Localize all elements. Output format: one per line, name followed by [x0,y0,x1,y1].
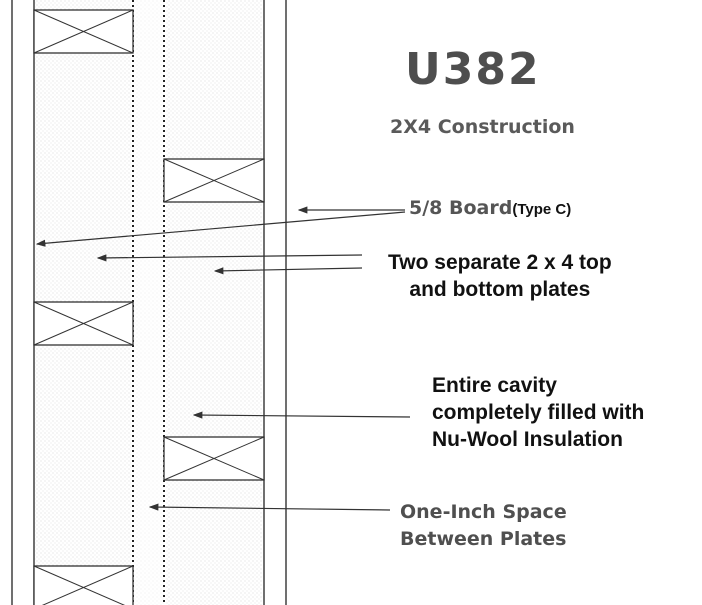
left-stud-2 [33,301,134,346]
cavity-label: Entire cavity completely filled with Nu-… [432,372,644,453]
right-stud-2 [163,436,265,481]
left-stud-3 [33,565,134,605]
title: U382 [405,44,541,95]
plates-arrow-left [96,254,363,262]
cavity-label-line2: completely filled with [432,401,645,424]
board-label-suffix: (Type C) [512,201,572,218]
space-label-line1: One-Inch Space [400,501,567,523]
right-cavity-insulation [166,0,262,605]
plates-arrow-right [213,267,363,275]
board-label-main: 5/8 Board [409,197,513,219]
board-label: 5/8 Board(Type C) [409,197,571,219]
center-space [133,0,164,605]
subtitle: 2X4 Construction [390,116,575,138]
board-arrow-left [35,211,406,247]
plates-label: Two separate 2 x 4 top and bottom plates [388,249,612,303]
cavity-arrow [192,411,411,419]
space-arrow [148,503,391,511]
plates-label-line2: and bottom plates [409,278,591,301]
left-stud-1 [33,9,134,54]
right-stud-1 [163,158,265,203]
cavity-label-line3: Nu-Wool Insulation [432,428,623,451]
cavity-label-line1: Entire cavity [432,374,557,397]
space-label-line2: Between Plates [400,528,567,550]
plates-label-line1: Two separate 2 x 4 top [388,251,612,274]
space-label: One-Inch Space Between Plates [400,499,567,553]
